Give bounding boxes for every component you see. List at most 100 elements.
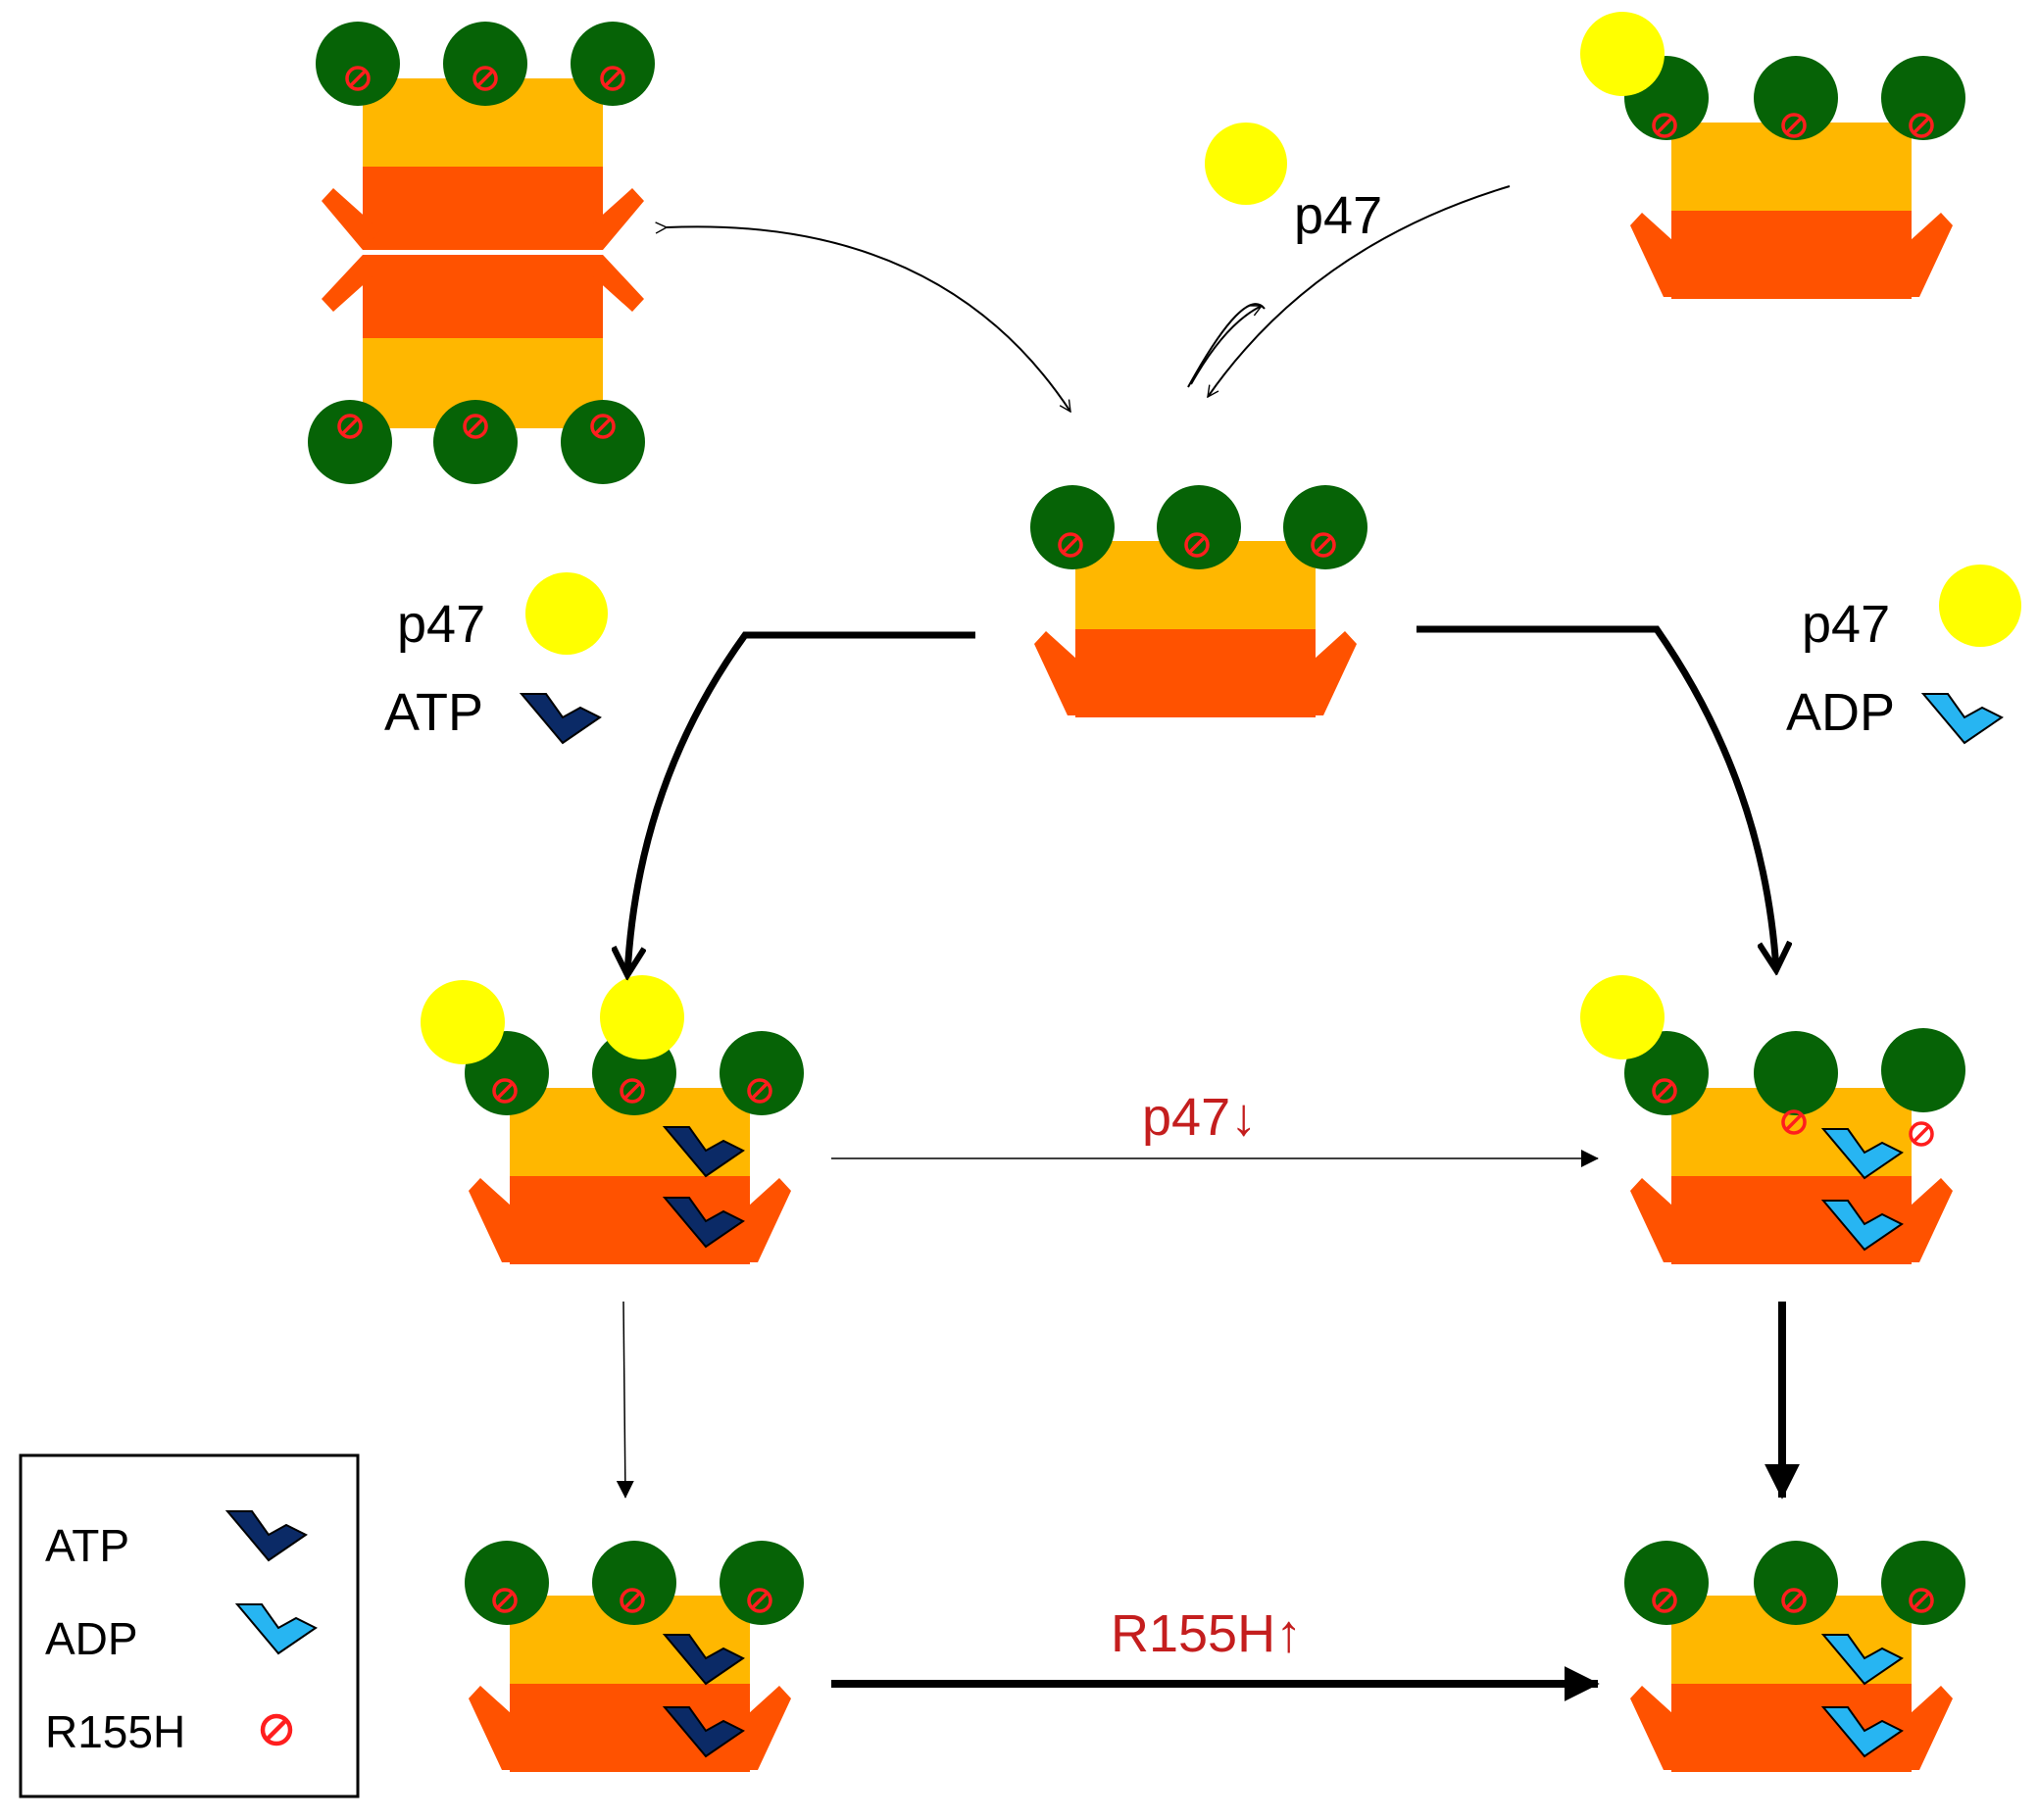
- d2-ring-body: [510, 1682, 750, 1772]
- adp-chevron-icon: [1820, 1634, 1904, 1686]
- n-domain: [1754, 1031, 1838, 1115]
- n-domain: [433, 400, 518, 484]
- prohibition-icon: [1781, 1109, 1807, 1135]
- n-domain: [720, 1031, 804, 1115]
- p97-dodecamer: [308, 22, 655, 484]
- adp-chevron-icon: [1920, 693, 2004, 745]
- prohibition-icon: [260, 1713, 293, 1746]
- atp-chevron-icon: [224, 1510, 308, 1562]
- p47-binding-forward-arrow: [1187, 303, 1266, 388]
- n-domain: [592, 1541, 676, 1625]
- p97-hexamer-atp: [465, 1541, 804, 1772]
- adp-chevron-icon: [1920, 693, 2004, 745]
- d2-ring: [1630, 1178, 1953, 1264]
- prohibition-icon: [1781, 1588, 1807, 1613]
- d2-ring: [363, 167, 603, 250]
- prohibition-icon: [345, 66, 371, 91]
- n-domain: [1754, 56, 1838, 140]
- p97-hexamer-adp-p47: [1580, 975, 1965, 1264]
- n-domain: [571, 22, 655, 106]
- d2-ring: [1034, 631, 1357, 717]
- bound-p47: [600, 975, 684, 1059]
- prohibition-icon: [1909, 1588, 1934, 1613]
- n-domain: [1624, 1541, 1709, 1625]
- n-domain: [1881, 56, 1965, 140]
- legend-adp-label: ADP: [45, 1613, 138, 1664]
- atp-branch-arrow: [627, 631, 975, 975]
- n-domain: [1754, 1541, 1838, 1625]
- bound-p47: [421, 980, 505, 1064]
- p97-hexamer-atp-p47: [421, 975, 804, 1264]
- d2-ring-body: [1075, 627, 1316, 717]
- n-domain: [720, 1541, 804, 1625]
- n-domain: [465, 1541, 549, 1625]
- p97-hexamer-apo: [1030, 485, 1367, 717]
- atp-down-arrow: [616, 1301, 634, 1499]
- dimer-equilibrium-arrow: [667, 226, 1070, 412]
- prohibition-icon: [1652, 1588, 1677, 1613]
- n-domain: [1030, 485, 1115, 569]
- n-domain: [443, 22, 527, 106]
- atp-chevron-icon: [662, 1706, 745, 1758]
- legend-r155h-label: R155H: [45, 1706, 185, 1757]
- n-domain: [316, 22, 400, 106]
- top-p47-label: p47: [1294, 186, 1382, 245]
- p97-hexamer-adp: [1624, 1541, 1965, 1772]
- atp-chevron-icon: [662, 1197, 745, 1249]
- right-adp-label: ADP: [1786, 683, 1895, 742]
- prohibition-icon: [747, 1078, 772, 1104]
- d2-ring: [469, 1178, 791, 1264]
- prohibition-icon: [1184, 532, 1210, 558]
- free-p47-top: [1205, 123, 1287, 205]
- right-p47-label: p47: [1802, 595, 1890, 654]
- n-domain: [308, 400, 392, 484]
- bound-p47: [1580, 12, 1665, 96]
- prohibition-icon: [600, 66, 625, 91]
- n-domain: [1881, 1541, 1965, 1625]
- d2-ring: [469, 1686, 791, 1772]
- prohibition-icon: [747, 1588, 772, 1613]
- adp-chevron-icon: [234, 1603, 318, 1655]
- n-domain: [1283, 485, 1367, 569]
- prohibition-icon: [260, 1713, 293, 1746]
- legend: ATP ADP R155H: [19, 1453, 360, 1798]
- n-domain: [1157, 485, 1241, 569]
- prohibition-icon: [492, 1588, 518, 1613]
- free-p47-left: [525, 572, 608, 655]
- left-p47-label: p47: [397, 595, 485, 654]
- prohibition-icon: [620, 1588, 645, 1613]
- adp-chevron-icon: [1820, 1706, 1904, 1758]
- d2-ring: [1630, 213, 1953, 299]
- prohibition-icon: [1781, 113, 1807, 138]
- d2-ring-body: [1671, 209, 1912, 299]
- adp-chevron-icon: [234, 1603, 318, 1655]
- prohibition-icon: [492, 1078, 518, 1104]
- p47-binding-arrow-down: [1208, 185, 1511, 397]
- r155h-increase-label: R155H↑: [1111, 1604, 1302, 1663]
- prohibition-icon: [1311, 532, 1336, 558]
- atp-chevron-icon: [519, 693, 602, 745]
- prohibition-icon: [1909, 113, 1934, 138]
- adp-chevron-icon: [1820, 1200, 1904, 1252]
- prohibition-icon: [1058, 532, 1083, 558]
- d2-ring: [1630, 1686, 1953, 1772]
- prohibition-icon: [590, 414, 616, 439]
- prohibition-icon: [472, 66, 498, 91]
- n-domain: [561, 400, 645, 484]
- p47-binding-arrow-up: [1190, 305, 1262, 385]
- p47-decrease-label: p47↓: [1142, 1088, 1257, 1147]
- legend-atp-label: ATP: [45, 1520, 129, 1571]
- bound-p47: [1580, 975, 1665, 1059]
- prohibition-icon: [463, 414, 488, 439]
- prohibition-icon: [1652, 113, 1677, 138]
- atp-chevron-icon: [224, 1510, 308, 1562]
- prohibition-icon: [620, 1078, 645, 1104]
- n-domain: [1881, 1028, 1965, 1112]
- left-atp-label: ATP: [384, 683, 483, 742]
- adp-chevron-icon: [1820, 1128, 1904, 1180]
- prohibition-icon: [337, 414, 363, 439]
- atp-chevron-icon: [662, 1634, 745, 1686]
- atp-chevron-icon: [519, 693, 602, 745]
- free-p47-right: [1939, 565, 2021, 647]
- prohibition-icon: [1652, 1078, 1677, 1104]
